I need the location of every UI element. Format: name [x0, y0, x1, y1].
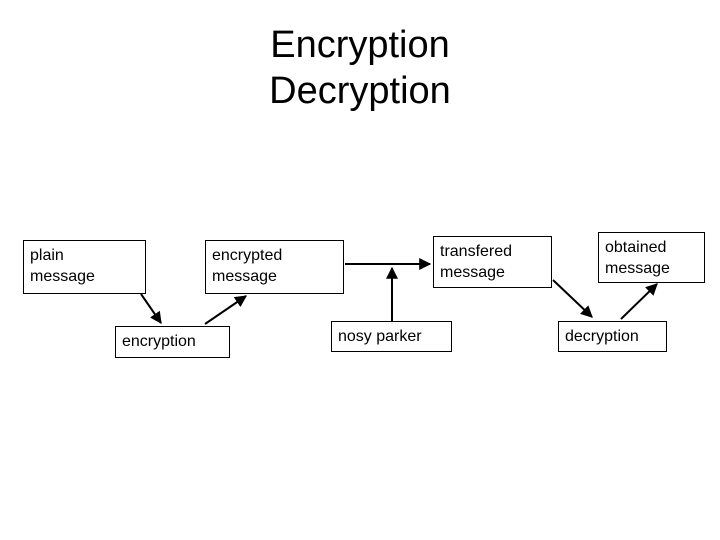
node-label: decryption: [565, 328, 639, 345]
node-label: obtained message: [605, 239, 670, 277]
node-label: nosy parker: [338, 328, 422, 345]
node-label: transfered message: [440, 243, 513, 281]
arrow-encryption-to-encrypted: [204, 295, 247, 325]
node-decryption: decryption: [558, 321, 667, 352]
node-nosy-parker: nosy parker: [331, 321, 452, 352]
page-title: Encryption Decryption: [0, 22, 720, 114]
node-label: encrypted message: [212, 247, 283, 285]
title-line-1: Encryption: [270, 24, 450, 66]
node-obtained-message: obtained message: [598, 232, 705, 283]
arrow-plain-to-encryption: [140, 293, 162, 324]
node-encryption: encryption: [115, 326, 230, 358]
node-plain-message: plain message: [23, 240, 146, 294]
node-label: plain message: [30, 247, 95, 285]
title-line-2: Decryption: [269, 70, 451, 112]
arrow-transfered-to-decryption: [552, 279, 593, 318]
node-label: encryption: [122, 333, 196, 350]
node-encrypted-message: encrypted message: [205, 240, 344, 294]
arrow-decryption-to-obtained: [620, 283, 658, 320]
node-transfered-message: transfered message: [433, 236, 552, 288]
